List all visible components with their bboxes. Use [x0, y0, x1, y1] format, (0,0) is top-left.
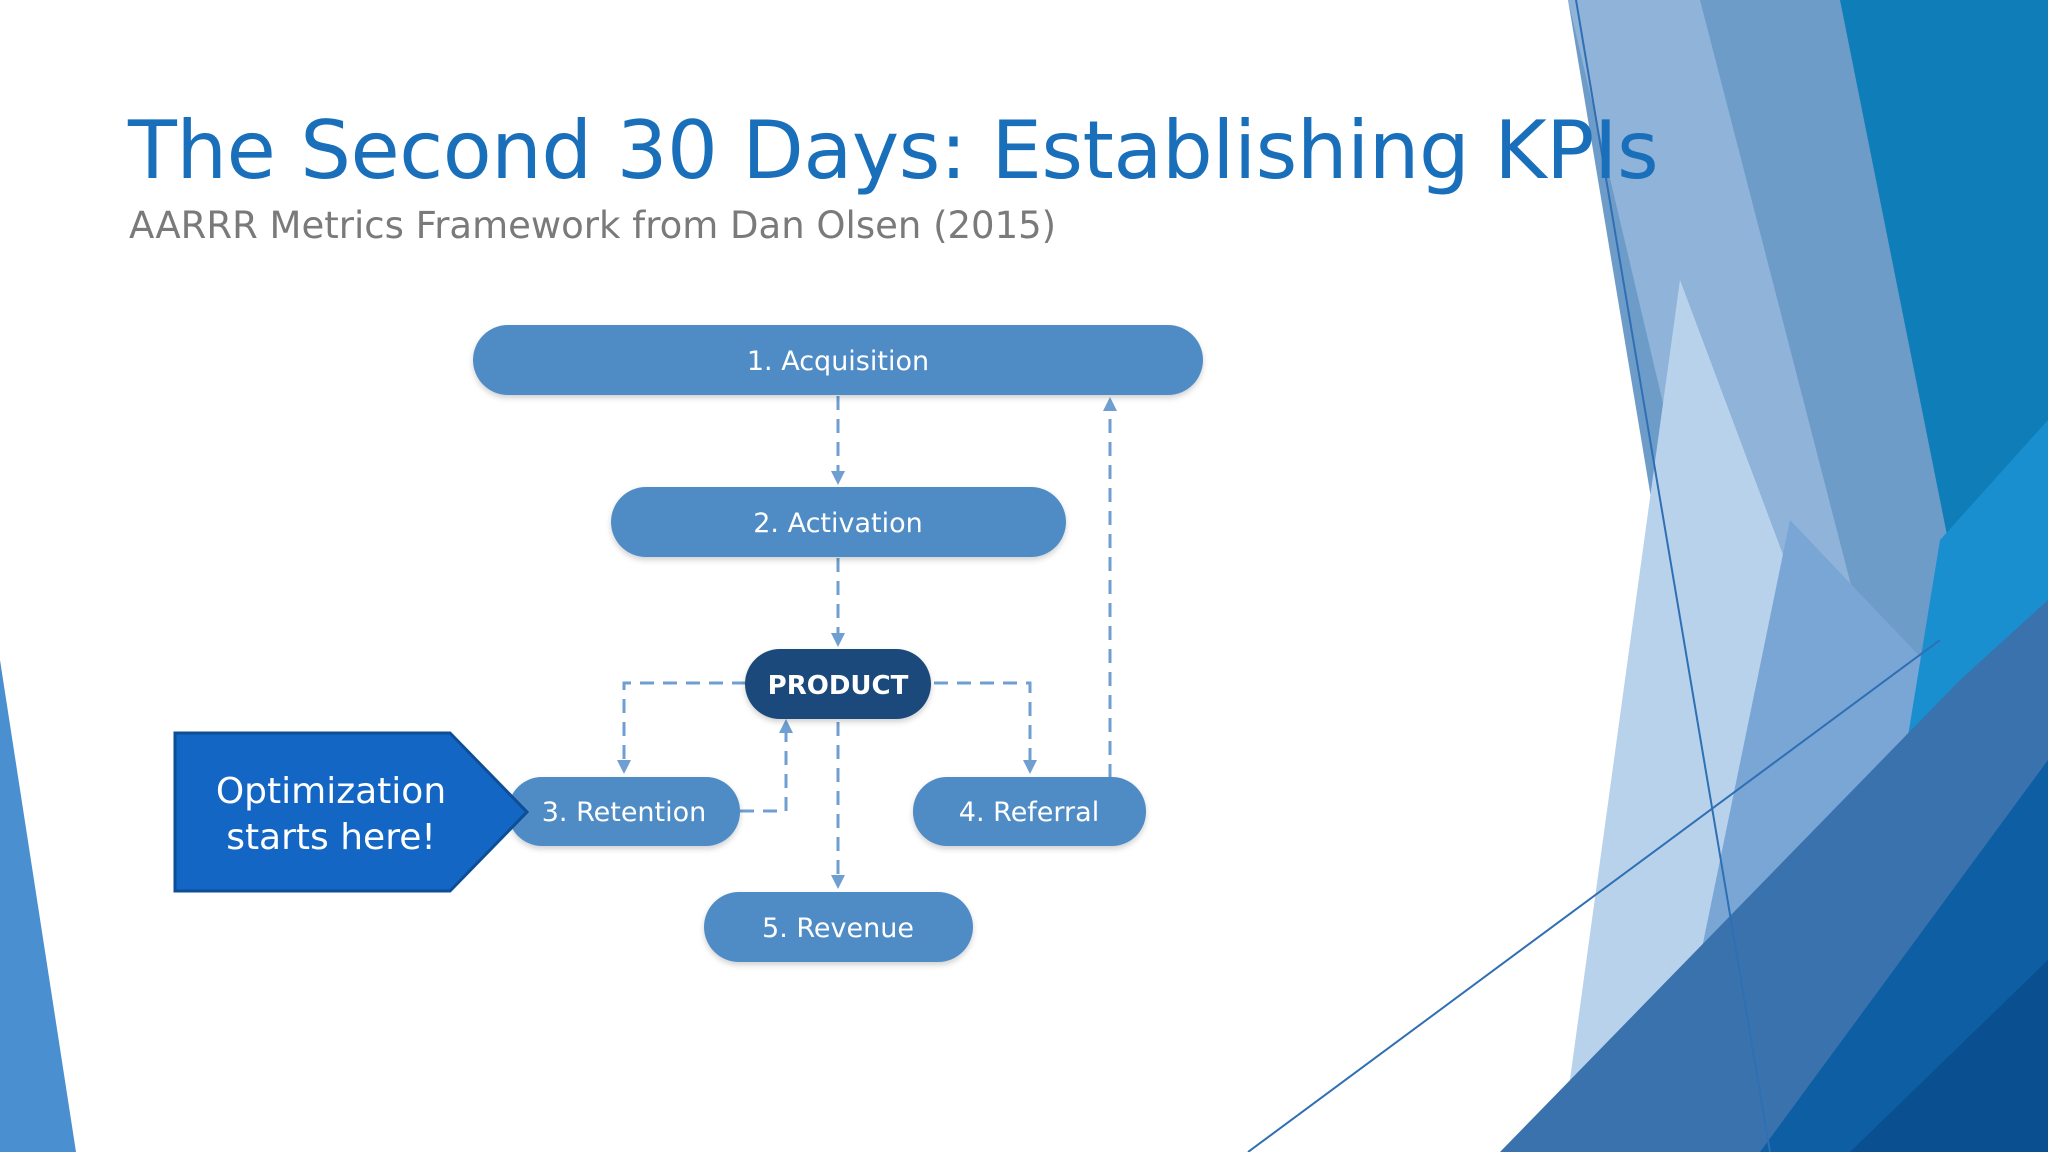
bg-line-diagonal [1575, 0, 1771, 1152]
node-acquisition [473, 325, 1203, 395]
slide-subtitle: AARRR Metrics Framework from Dan Olsen (… [129, 204, 1057, 247]
callout-line-1: Optimization [216, 771, 446, 812]
node-revenue-label: 5. Revenue [762, 913, 914, 944]
node-retention [508, 777, 740, 846]
node-activation [611, 487, 1066, 557]
node-retention-label: 3. Retention [542, 797, 707, 828]
connector-product-referral [934, 681, 1037, 774]
node-acquisition-label: 1. Acquisition [747, 346, 929, 377]
bg-panel-teal [1840, 0, 2048, 1152]
slide-title: The Second 30 Days: Establishing KPIs [128, 104, 1659, 197]
connector-group [617, 396, 1117, 889]
connector-retention-product [740, 719, 793, 813]
node-referral-label: 4. Referral [959, 797, 1099, 828]
callout-arrow [173, 731, 530, 893]
callout-line-2: starts here! [226, 817, 436, 858]
node-referral [913, 777, 1146, 846]
node-revenue [704, 892, 973, 962]
node-product [745, 649, 931, 719]
connector-product-retention [617, 681, 746, 774]
bg-panel-darkest [1850, 960, 2048, 1152]
bg-panel-left [0, 660, 76, 1152]
node-activation-label: 2. Activation [753, 508, 923, 539]
bg-line-rising [1247, 639, 1941, 1152]
node-product-label: PRODUCT [768, 671, 909, 701]
